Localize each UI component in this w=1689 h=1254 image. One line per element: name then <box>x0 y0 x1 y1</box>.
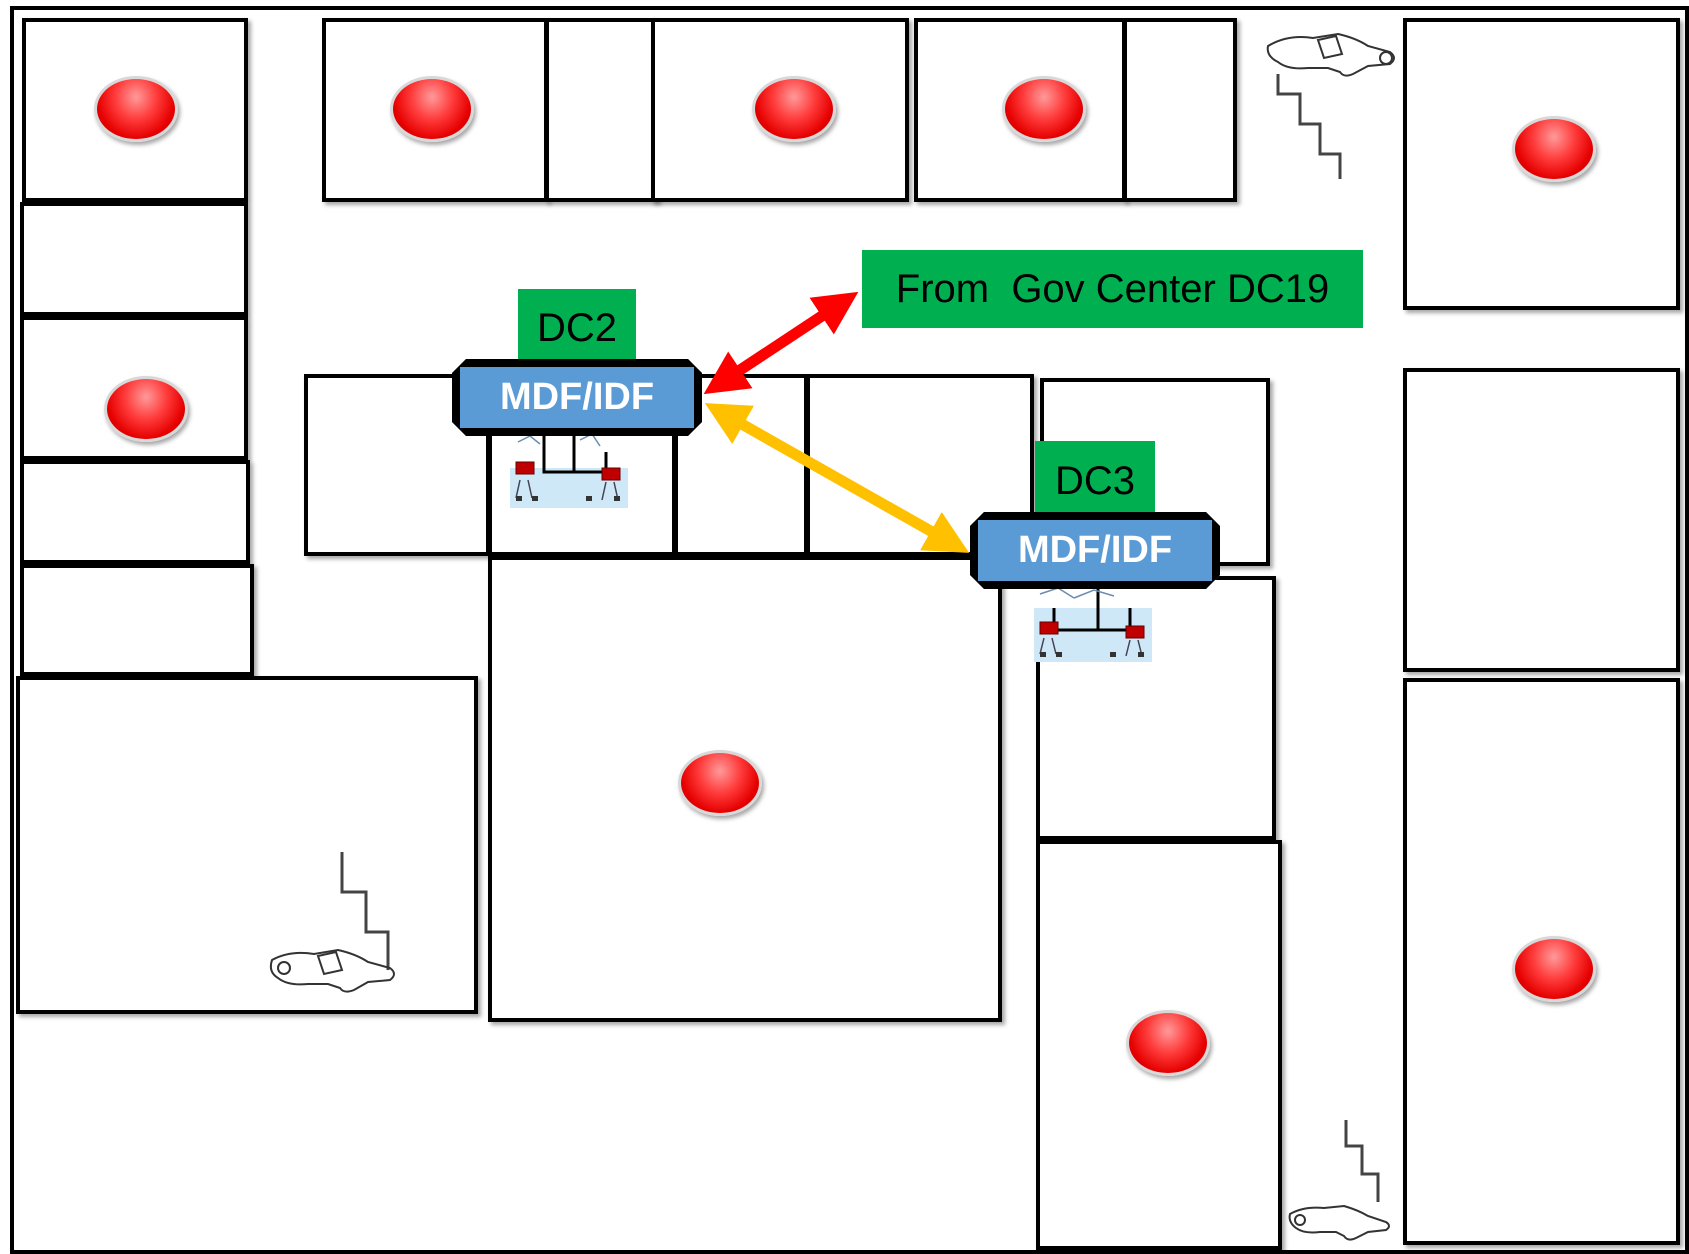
stairs-exit-icon <box>1266 32 1395 179</box>
network-rack-icon <box>510 432 628 508</box>
red-marker <box>104 376 188 442</box>
link-arrow-red <box>703 291 859 395</box>
link-arrow-yellow <box>704 403 970 553</box>
red-marker <box>1512 116 1596 182</box>
dc3-tag: DC3 <box>1035 441 1155 521</box>
red-marker <box>390 76 474 142</box>
red-marker <box>94 76 178 142</box>
dc3-mdf-idf-box: MDF/IDF <box>970 512 1220 589</box>
network-rack-icon <box>1034 586 1152 662</box>
dc2-tag-text: DC2 <box>536 305 618 350</box>
source-label-text: From Gov Center DC19 <box>895 266 1330 311</box>
room <box>22 18 248 202</box>
red-marker <box>1002 76 1086 142</box>
room <box>20 460 250 564</box>
dc2-mdf-idf-box: MDF/IDF <box>452 359 702 436</box>
room <box>20 202 248 316</box>
room <box>1403 368 1680 672</box>
stairs-exit-icon <box>269 852 395 993</box>
red-marker <box>1512 936 1596 1002</box>
red-marker <box>678 750 762 816</box>
room <box>1123 18 1237 202</box>
dc3-mdf-idf-label: MDF/IDF <box>1017 529 1173 571</box>
dc2-mdf-idf-label: MDF/IDF <box>499 376 655 418</box>
dc2-tag: DC2 <box>518 289 636 367</box>
dc3-tag-text: DC3 <box>1054 458 1136 503</box>
room <box>20 564 254 676</box>
building-outline <box>10 6 1689 1254</box>
stairs-exit-icon <box>1288 1120 1390 1241</box>
room <box>545 18 658 202</box>
room <box>16 676 478 1014</box>
source-label: From Gov Center DC19 <box>862 250 1363 328</box>
red-marker <box>1126 1010 1210 1076</box>
red-marker <box>752 76 836 142</box>
